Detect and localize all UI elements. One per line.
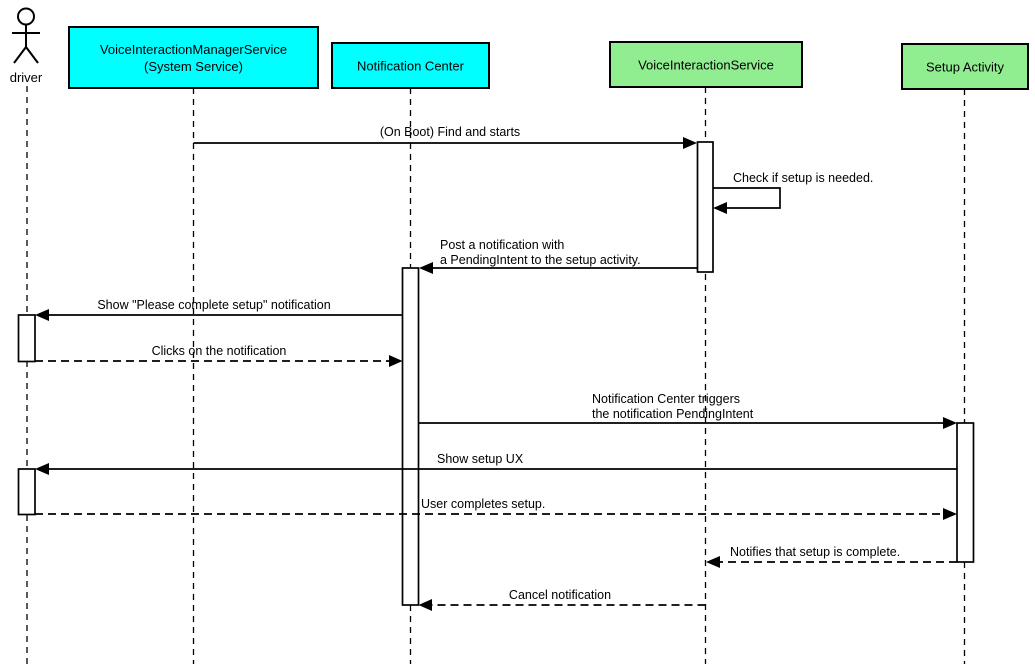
activation-bar-driver-1 — [17, 314, 36, 363]
participant-label: VoiceInteractionService — [638, 58, 774, 73]
participant-setup-activity: Setup Activity — [901, 43, 1029, 90]
message-label-line-1: Post a notification with — [440, 238, 564, 252]
message-label-line-1: Notification Center triggers — [592, 392, 740, 406]
arrowhead-right-icon — [943, 417, 957, 429]
message-label-line-2: the notification PendingIntent — [592, 407, 754, 421]
message-clicks-on-the-notification: Clicks on the notification — [35, 344, 403, 367]
participant-notification-center: Notification Center — [331, 42, 490, 89]
message-label: Notifies that setup is complete. — [730, 545, 900, 559]
arrowhead-left-icon — [418, 599, 432, 611]
actor-leg-right-icon — [25, 46, 39, 64]
participant-voice-interaction-manager-service: VoiceInteractionManagerService (System S… — [68, 26, 319, 89]
participant-voice-interaction-service: VoiceInteractionService — [609, 41, 803, 88]
participant-label-line-1: VoiceInteractionManagerService — [100, 42, 287, 57]
message-label: Cancel notification — [509, 588, 611, 602]
participant-label: Setup Activity — [926, 60, 1005, 75]
message-label: (On Boot) Find and starts — [380, 125, 520, 139]
participant-box — [609, 41, 803, 88]
actor-head-icon — [17, 7, 35, 26]
message-notification-center-triggers-pendingintent: Notification Center triggers the notific… — [418, 392, 957, 429]
message-post-a-notification: Post a notification with a PendingIntent… — [419, 238, 697, 274]
message-label: Check if setup is needed. — [733, 171, 873, 185]
activation-bar-driver-2 — [17, 468, 36, 516]
message-notifies-setup-complete: Notifies that setup is complete. — [706, 545, 957, 568]
actor-leg-left-icon — [13, 46, 27, 64]
participant-label: Notification Center — [357, 59, 465, 74]
arrowhead-right-icon — [389, 355, 403, 367]
message-cancel-notification: Cancel notification — [418, 588, 706, 611]
message-label: Show setup UX — [437, 452, 524, 466]
participant-box — [68, 26, 319, 89]
message-on-boot-find-and-starts: (On Boot) Find and starts — [193, 125, 697, 149]
participant-box — [901, 43, 1029, 90]
arrowhead-left-icon — [706, 556, 720, 568]
actor-label: driver — [10, 70, 43, 85]
activation-bar-notification-center — [401, 267, 420, 606]
message-show-setup-ux: Show setup UX — [35, 452, 957, 475]
arrowhead-left-icon — [35, 463, 49, 475]
participant-box — [331, 42, 490, 89]
message-label-line-2: a PendingIntent to the setup activity. — [440, 253, 641, 267]
message-show-please-complete-setup-notification: Show "Please complete setup" notificatio… — [35, 298, 403, 321]
arrowhead-left-icon — [35, 309, 49, 321]
actor-driver: driver — [10, 7, 43, 85]
message-check-if-setup-is-needed: Check if setup is needed. — [713, 171, 873, 214]
arrowhead-right-icon — [943, 508, 957, 520]
message-label: Clicks on the notification — [152, 344, 287, 358]
participant-label-line-2: (System Service) — [144, 59, 243, 74]
arrowhead-right-icon — [683, 137, 697, 149]
arrowhead-left-icon — [419, 262, 433, 274]
arrowhead-left-icon — [713, 202, 727, 214]
self-message-line — [713, 187, 781, 209]
activation-bar-voice-interaction-service — [696, 141, 714, 273]
message-label: User completes setup. — [421, 497, 545, 511]
message-label: Show "Please complete setup" notificatio… — [97, 298, 330, 312]
activation-bar-setup-activity — [956, 422, 975, 563]
message-user-completes-setup: User completes setup. — [35, 497, 957, 520]
